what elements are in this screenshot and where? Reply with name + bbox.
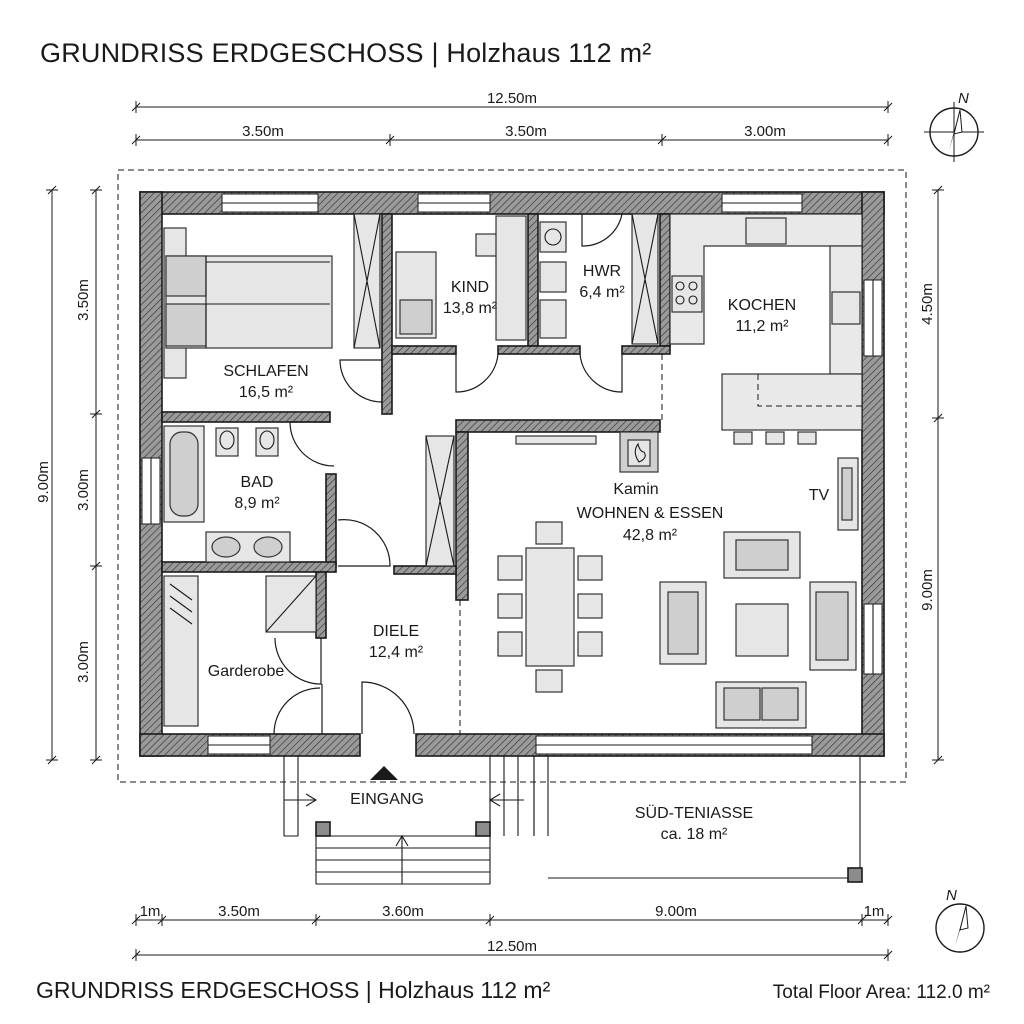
bed bbox=[163, 227, 333, 379]
dimension-label: 3.60m bbox=[382, 903, 424, 920]
dimension-label: 3.00m bbox=[75, 641, 92, 683]
room-name-hwr: HWR bbox=[583, 263, 621, 280]
room-name-kind: KIND bbox=[451, 279, 489, 296]
room-area-terrasse: ca. 18 m² bbox=[661, 826, 728, 843]
dimension-top-segments bbox=[131, 134, 893, 146]
room-area-wohnen: 42,8 m² bbox=[623, 527, 678, 544]
diele-closet bbox=[425, 435, 455, 567]
bath-fixtures bbox=[163, 425, 291, 563]
entrance-area bbox=[283, 756, 549, 885]
lounge bbox=[659, 457, 859, 729]
room-area-diele: 12,4 m² bbox=[369, 644, 424, 661]
label-kamin: Kamin bbox=[613, 481, 658, 498]
dimension-label: 3.50m bbox=[242, 123, 284, 140]
dimension-label: 3.00m bbox=[75, 469, 92, 511]
dimension-label: 9.00m bbox=[35, 461, 52, 503]
dimension-label: 3.50m bbox=[75, 279, 92, 321]
label-tv: TV bbox=[809, 487, 830, 504]
sideboard bbox=[515, 435, 597, 445]
room-name-garderobe: Garderobe bbox=[208, 663, 285, 680]
dimension-label: 3.00m bbox=[744, 123, 786, 140]
dimension-label: 12.50m bbox=[487, 938, 537, 955]
room-area-bad: 8,9 m² bbox=[234, 495, 280, 512]
room-name-wohnen: WOHNEN & ESSEN bbox=[577, 505, 724, 522]
room-name-terrasse: SÜD-TENIASSE bbox=[635, 804, 753, 822]
dimension-bottom-segments bbox=[131, 914, 893, 926]
room-name-schlafen: SCHLAFEN bbox=[223, 363, 308, 380]
north-arrow-icon bbox=[935, 903, 985, 953]
terrace bbox=[533, 756, 863, 883]
kind-furniture bbox=[395, 215, 527, 341]
room-area-kochen: 11,2 m² bbox=[735, 318, 789, 335]
hwr-appliances bbox=[539, 213, 659, 345]
garderobe-furniture bbox=[163, 575, 317, 727]
room-area-kind: 13,8 m² bbox=[443, 300, 498, 317]
dimension-label: 9.00m bbox=[655, 903, 697, 920]
kitchen bbox=[669, 213, 863, 445]
room-area-schlafen: 16,5 m² bbox=[239, 384, 294, 401]
doors bbox=[273, 213, 623, 735]
room-name-kochen: KOCHEN bbox=[728, 297, 796, 314]
entrance-arrow-icon bbox=[370, 766, 398, 780]
dimension-left-total bbox=[46, 185, 58, 765]
north-label: N bbox=[958, 90, 969, 107]
dimension-right bbox=[932, 185, 944, 765]
dining-table bbox=[497, 521, 603, 693]
bottom-title: GRUNDRISS ERDGESCHOSS | Holzhaus 112 m² bbox=[36, 977, 551, 1003]
north-label: N bbox=[946, 887, 957, 904]
dimension-label: 3.50m bbox=[505, 123, 547, 140]
room-name-diele: DIELE bbox=[373, 623, 419, 640]
dimension-top-total bbox=[131, 101, 893, 113]
dimension-label: 3.50m bbox=[218, 903, 260, 920]
fireplace bbox=[619, 431, 659, 473]
total-floor-area: Total Floor Area: 112.0 m² bbox=[772, 982, 990, 1003]
wardrobe bbox=[353, 213, 381, 349]
windows bbox=[141, 193, 883, 755]
dimension-label: 9.00m bbox=[919, 569, 936, 611]
room-area-hwr: 6,4 m² bbox=[579, 284, 625, 301]
dimension-label: 1m bbox=[864, 903, 885, 920]
dimension-label: 1m bbox=[140, 903, 161, 920]
room-name-bad: BAD bbox=[241, 474, 274, 491]
north-arrow-icon bbox=[924, 102, 984, 162]
interior-walls bbox=[161, 213, 671, 639]
label-eingang: EINGANG bbox=[350, 791, 424, 808]
dimension-label: 12.50m bbox=[487, 90, 537, 107]
dimension-bottom-total bbox=[131, 949, 893, 961]
roof-outline bbox=[117, 169, 907, 783]
dimension-label: 4.50m bbox=[919, 283, 936, 325]
dimension-left-segments bbox=[90, 185, 102, 765]
page-title: GRUNDRISS ERDGESCHOSS | Holzhaus 112 m² bbox=[40, 38, 652, 68]
